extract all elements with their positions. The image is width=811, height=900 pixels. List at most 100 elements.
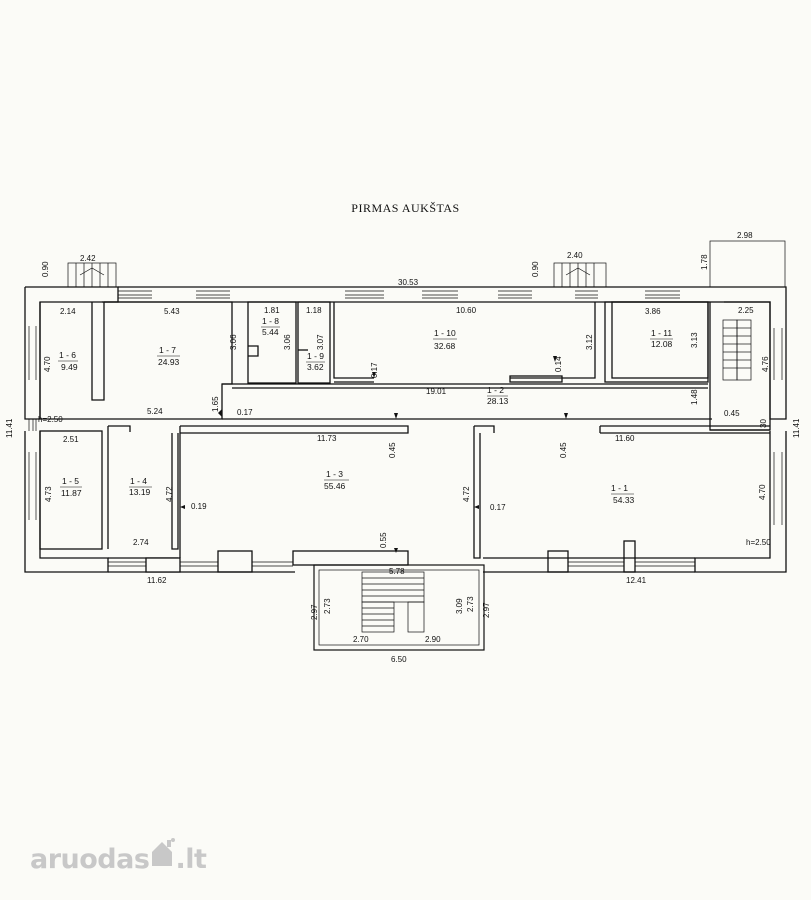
- room-1-9: 1 - 9 3.62: [306, 351, 325, 372]
- dim-bottom-left: 11.62: [147, 576, 167, 585]
- dim-h-left: h=2.50: [38, 415, 63, 424]
- dim-r7-h: 3.06: [229, 334, 238, 350]
- dim-r10-wall-b: 0.14: [554, 356, 563, 372]
- dim-r6-w: 2.14: [60, 307, 76, 316]
- room-area: 24.93: [158, 357, 180, 367]
- room-id: 1 - 9: [307, 351, 324, 361]
- room-id: 1 - 7: [159, 345, 176, 355]
- dim-r-side-30: 30: [759, 419, 768, 428]
- dim-top-left-stair: 2.42: [80, 254, 96, 263]
- room-id: 1 - 4: [130, 476, 147, 486]
- dimensions: 2.42 0.90 2.40 0.90 2.98 1.78 30.53 2.14…: [5, 231, 801, 664]
- dim-r1-wall-top: 0.45: [559, 442, 568, 458]
- dim-r10-w: 10.60: [456, 306, 477, 315]
- room-1-2: 1 - 2 28.13: [487, 385, 509, 406]
- dim-r3-wall: 0.17: [490, 503, 506, 512]
- dim-side-right: 11.41: [792, 418, 801, 438]
- room-id: 1 - 10: [434, 328, 456, 338]
- watermark-logo: aruodas .lt: [30, 838, 207, 875]
- dim-r7-w: 5.43: [164, 307, 180, 316]
- dim-r9-h: 3.07: [316, 334, 325, 350]
- room-1-3: 1 - 3 55.46: [324, 469, 349, 491]
- room-area: 11.87: [61, 488, 82, 498]
- room-area: 13.19: [129, 487, 151, 497]
- dim-corr-h: 1.48: [690, 389, 699, 405]
- dim-entr-top: 5.78: [389, 567, 405, 576]
- room-area: 28.13: [487, 396, 509, 406]
- dim-r8-w: 1.81: [264, 306, 280, 315]
- dim-r7-bottom: 5.24: [147, 407, 163, 416]
- room-id: 1 - 3: [326, 469, 343, 479]
- dim-r1-h: 4.70: [758, 484, 767, 500]
- room-id: 1 - 8: [262, 316, 279, 326]
- dim-r5-h: 4.73: [44, 486, 53, 502]
- dim-entr-b1: 2.70: [353, 635, 369, 644]
- dim-corr-wall: 0.17: [237, 408, 253, 417]
- interior-walls: [39, 301, 771, 559]
- dim-entr-right-c: 2.97: [482, 602, 491, 618]
- dimension-arrows: [180, 356, 568, 553]
- dim-entr-right-b: 2.73: [466, 596, 475, 612]
- dim-r3-w: 11.73: [317, 434, 337, 443]
- dim-entr-left-a: 2.97: [310, 604, 319, 620]
- room-id: 1 - 5: [62, 476, 79, 486]
- dim-corr-len: 19.01: [426, 387, 447, 396]
- dim-top-mid-stair: 2.40: [567, 251, 583, 260]
- dim-stair-h-mid: 0.90: [531, 261, 540, 277]
- room-1-6: 1 - 6 9.49: [58, 350, 78, 372]
- house-icon: [149, 838, 176, 875]
- dim-entr-right-a: 3.09: [455, 598, 464, 614]
- room-area: 54.33: [613, 495, 635, 505]
- dim-top-total: 30.53: [398, 278, 419, 287]
- room-area: 9.49: [61, 362, 78, 372]
- dim-r9-w: 1.18: [306, 306, 322, 315]
- dim-r10-wall-a: 0.17: [370, 362, 379, 378]
- dim-entr-left-b: 2.73: [323, 598, 332, 614]
- stairs: [67, 240, 786, 651]
- room-1-7: 1 - 7 24.93: [157, 345, 180, 367]
- dim-r4-h: 4.72: [165, 486, 174, 502]
- dim-r4-wall: 0.19: [191, 502, 207, 511]
- dim-r8-h: 3.06: [283, 334, 292, 350]
- room-1-11: 1 - 11 12.08: [650, 328, 673, 349]
- dim-r11-w: 3.86: [645, 307, 661, 316]
- dim-entr-b2: 2.90: [425, 635, 441, 644]
- room-labels: 1 - 1 54.33 1 - 2 28.13 1 - 3 55.46 1 - …: [58, 316, 673, 505]
- dim-stair-h-left: 0.90: [41, 261, 50, 277]
- dim-stair-r-h: 4.76: [761, 356, 770, 372]
- room-id: 1 - 2: [487, 385, 504, 395]
- dim-r7-step: 1.65: [211, 396, 220, 412]
- room-1-4: 1 - 4 13.19: [129, 476, 152, 497]
- dim-porch-h-right: 1.78: [700, 254, 709, 270]
- dim-side-left: 11.41: [5, 418, 14, 438]
- dim-entr-wall: 0.55: [379, 532, 388, 548]
- dim-corr-r-gap: 0.45: [724, 409, 740, 418]
- dim-r1-w: 11.60: [615, 434, 635, 443]
- dim-r5-w: 2.51: [63, 435, 79, 444]
- room-1-8: 1 - 8 5.44: [261, 316, 280, 337]
- watermark-text: aruodas: [30, 844, 150, 875]
- room-area: 12.08: [651, 339, 673, 349]
- room-1-5: 1 - 5 11.87: [60, 476, 82, 498]
- room-area: 32.68: [434, 341, 456, 351]
- dim-entr-total: 6.50: [391, 655, 407, 664]
- room-1-1: 1 - 1 54.33: [611, 483, 635, 505]
- window-openings: [28, 290, 783, 567]
- room-area: 3.62: [307, 362, 324, 372]
- dim-r11-h: 3.13: [690, 332, 699, 348]
- dim-r4-w: 2.74: [133, 538, 149, 547]
- watermark-tld: .lt: [175, 844, 207, 875]
- dim-r10-h: 3.12: [585, 334, 594, 350]
- floor-title: PIRMAS AUKŠTAS: [351, 201, 460, 215]
- dim-h-right: h=2.50: [746, 538, 771, 547]
- dim-r3-h: 4.72: [462, 486, 471, 502]
- dim-r3-wall-top: 0.45: [388, 442, 397, 458]
- room-id: 1 - 6: [59, 350, 76, 360]
- room-id: 1 - 1: [611, 483, 628, 493]
- dim-r6-h: 4.70: [43, 356, 52, 372]
- room-area: 55.46: [324, 481, 346, 491]
- dim-top-right-porch: 2.98: [737, 231, 753, 240]
- dim-bottom-right: 12.41: [626, 576, 647, 585]
- room-area: 5.44: [262, 327, 279, 337]
